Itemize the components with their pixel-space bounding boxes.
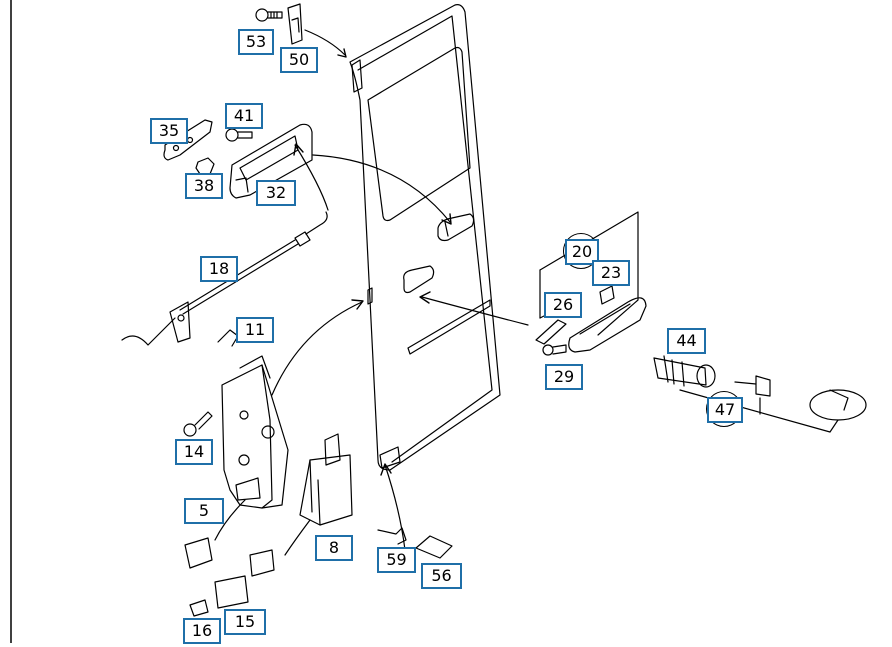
callout-53: 53 [238, 29, 274, 55]
bracket-56 [415, 535, 453, 559]
connectors-15-16 [189, 575, 249, 617]
callout-23: 23 [592, 260, 630, 286]
callout-38: 38 [185, 173, 223, 199]
callout-16: 16 [183, 618, 221, 644]
clip-11 [217, 329, 239, 347]
pin-59 [377, 527, 407, 545]
callout-29: 29 [545, 364, 583, 390]
callout-26: 26 [544, 292, 582, 318]
callout-47: 47 [707, 397, 743, 423]
callout-15: 15 [224, 609, 266, 635]
actuator-8 [249, 433, 353, 577]
screw-41 [225, 128, 253, 142]
callout-59: 59 [377, 547, 416, 573]
door-latch [221, 355, 289, 509]
wiring-5 [184, 499, 246, 569]
key-set [679, 375, 867, 433]
callout-5: 5 [184, 498, 224, 524]
callout-50: 50 [280, 47, 318, 73]
screw-29 [542, 344, 567, 356]
rear-door-panel [349, 4, 501, 471]
callout-56: 56 [421, 563, 462, 589]
callout-41: 41 [225, 103, 263, 129]
callout-8: 8 [315, 535, 353, 561]
outside-handle [568, 297, 647, 353]
callout-44: 44 [667, 328, 706, 354]
callout-35: 35 [150, 118, 188, 144]
clip-23 [599, 285, 615, 305]
leader-arrows [271, 29, 529, 551]
nut-38 [195, 157, 215, 175]
bolt-14 [183, 411, 213, 437]
gasket-26 [535, 319, 567, 345]
callout-14: 14 [175, 439, 213, 465]
callout-20: 20 [565, 239, 599, 265]
lock-cylinder-44 [653, 355, 716, 388]
inner-handle-32 [229, 123, 313, 199]
clip-50 [287, 3, 303, 45]
callout-18: 18 [200, 256, 238, 282]
callout-11: 11 [236, 317, 274, 343]
bolt-53 [255, 8, 283, 22]
callout-32: 32 [256, 180, 296, 206]
